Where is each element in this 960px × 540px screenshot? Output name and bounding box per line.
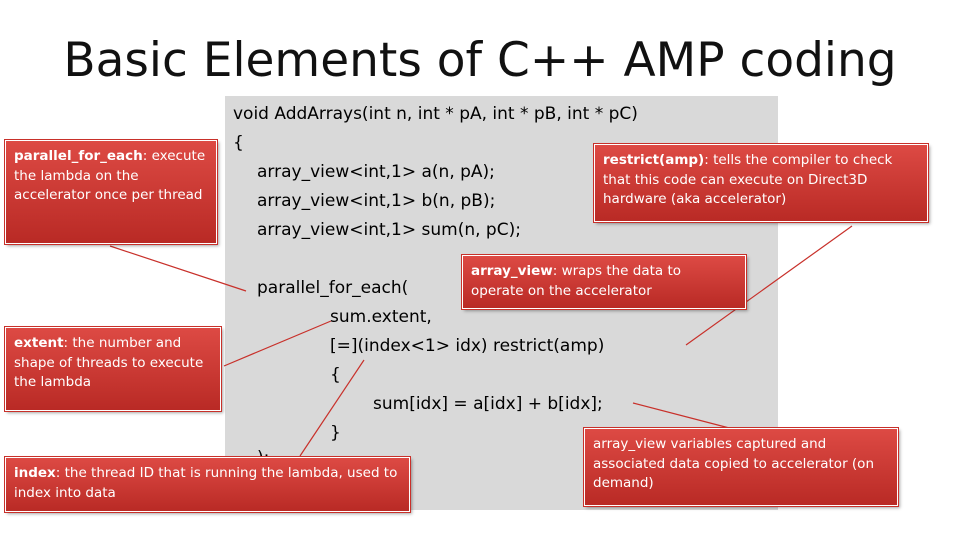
callout-term: array_view: [471, 263, 553, 279]
callout-term: parallel_for_each: [14, 148, 143, 164]
callout-captured: array_view variables captured and associ…: [584, 428, 898, 506]
code-line-open-brace: {: [233, 133, 244, 153]
callout-term: index: [14, 465, 56, 481]
callout-index: index: the thread ID that is running the…: [5, 457, 410, 512]
code-line-lambda-close: }: [330, 423, 341, 443]
callout-text: : tells the compiler to check that this …: [603, 152, 893, 208]
code-line-lambda-open: {: [330, 365, 341, 385]
callout-term: restrict(amp): [603, 152, 705, 168]
code-line-array-b: array_view<int,1> b(n, pB);: [257, 191, 496, 211]
code-line-array-sum: array_view<int,1> sum(n, pC);: [257, 220, 521, 240]
callout-extent: extent: the number and shape of threads …: [5, 327, 221, 411]
code-line-extent: sum.extent,: [330, 307, 432, 327]
code-line-lambda: [=](index<1> idx) restrict(amp): [330, 336, 605, 356]
code-line-array-a: array_view<int,1> a(n, pA);: [257, 162, 495, 182]
callout-parallel-for-each: parallel_for_each: execute the lambda on…: [5, 140, 217, 244]
callout-text: array_view variables captured and associ…: [593, 436, 874, 492]
callout-text: : the thread ID that is running the lamb…: [14, 465, 398, 501]
callout-restrict: restrict(amp): tells the compiler to che…: [594, 144, 928, 222]
callout-text: : the number and shape of threads to exe…: [14, 335, 204, 391]
code-line-sum-assign: sum[idx] = a[idx] + b[idx];: [373, 394, 603, 414]
slide-title: Basic Elements of C++ AMP coding: [63, 33, 897, 88]
code-line-signature: void AddArrays(int n, int * pA, int * pB…: [233, 104, 638, 124]
code-line-parallel-for-each: parallel_for_each(: [257, 278, 409, 298]
callout-term: extent: [14, 335, 64, 351]
callout-text: : wraps the data to operate on the accel…: [471, 263, 682, 299]
callout-text: : execute the lambda on the accelerator …: [14, 148, 206, 204]
callout-array-view: array_view: wraps the data to operate on…: [462, 255, 746, 309]
